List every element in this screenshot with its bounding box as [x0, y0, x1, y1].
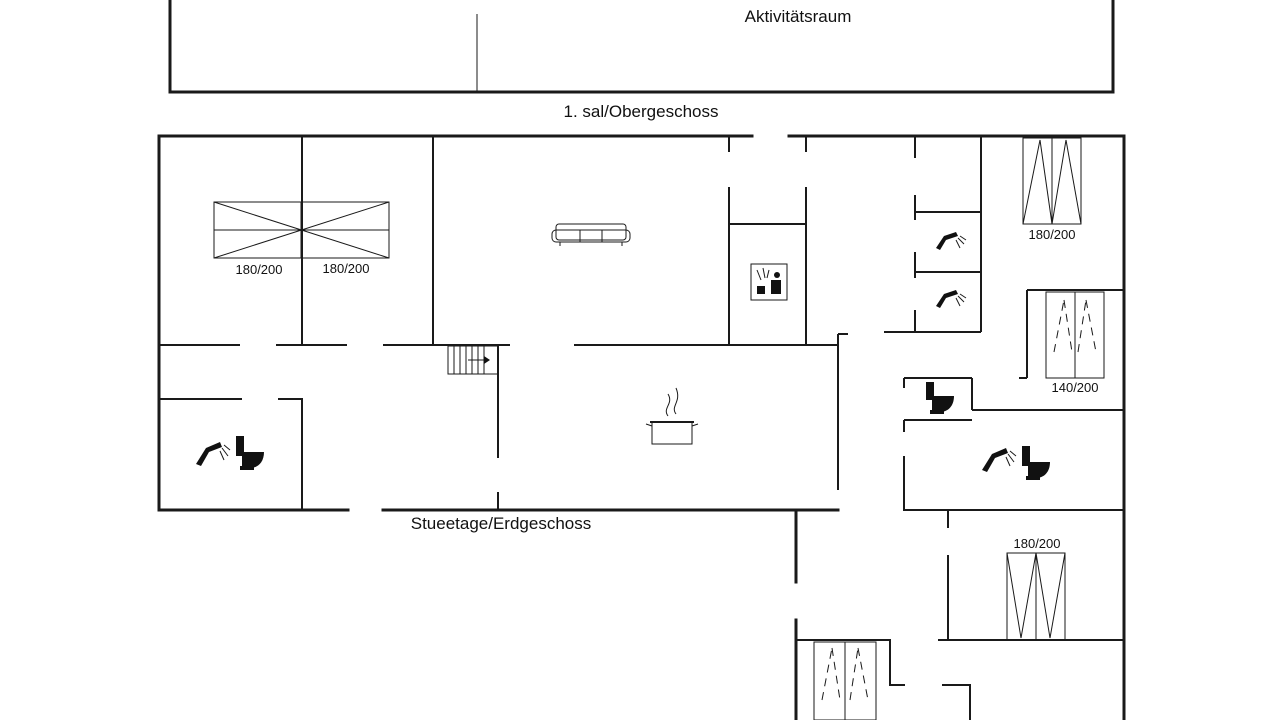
bed-northeast — [1022, 137, 1082, 225]
upper-floor-outline — [168, 0, 1115, 94]
upper-floor-label: 1. sal/Obergeschoss — [564, 102, 719, 121]
ground-floor-label: Stueetage/Erdgeschoss — [411, 514, 592, 533]
shower-icon — [936, 232, 967, 250]
ground-floor-interior-walls — [159, 136, 1124, 720]
sauna-icon — [750, 263, 788, 301]
bed-southeast — [1006, 552, 1066, 641]
bed-double-west — [213, 201, 390, 259]
kitchen-cooking-pot-icon — [645, 387, 699, 445]
shower-icon — [936, 290, 967, 308]
activity-room-label: Aktivitätsraum — [745, 7, 852, 26]
shower-icon — [982, 448, 1017, 472]
upper-floor: Aktivitätsraum — [168, 0, 1115, 94]
bed-5-size-label: 180/200 — [1014, 536, 1061, 551]
bed-4-size-label: 140/200 — [1052, 380, 1099, 395]
stairs-icon — [447, 345, 499, 375]
toilet-icon — [926, 382, 954, 414]
bed-2-size-label: 180/200 — [323, 261, 370, 276]
bed-east-140 — [1045, 291, 1105, 379]
sofa-icon — [551, 223, 631, 246]
toilet-icon — [236, 436, 264, 470]
bed-1-size-label: 180/200 — [236, 262, 283, 277]
bed-south — [813, 641, 877, 720]
bed-3-size-label: 180/200 — [1029, 227, 1076, 242]
ground-floor-outer-walls — [157, 134, 1126, 720]
shower-icon — [196, 442, 231, 466]
toilet-icon — [1022, 446, 1050, 480]
